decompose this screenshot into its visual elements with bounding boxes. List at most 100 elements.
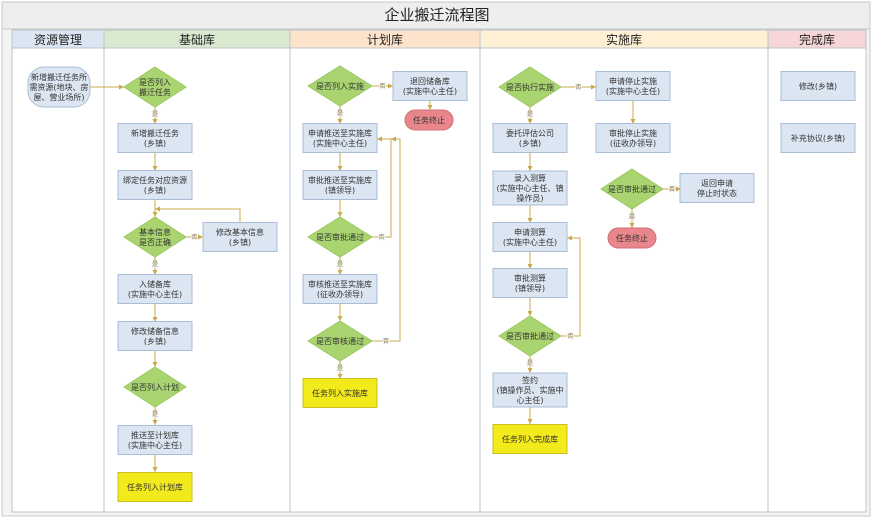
node-label: 停止时状态 <box>697 188 737 198</box>
node-label: 是否正确 <box>139 237 171 247</box>
node-label: (镇操作员、实施中 <box>496 385 563 395</box>
node-label: (镇领导) <box>515 283 545 293</box>
connector-arrow: 是 <box>151 407 159 425</box>
node-process-i10[interactable]: 审批停止实施(征收办领导) <box>595 123 671 153</box>
node-decision-i1[interactable]: 是否执行实施 <box>498 66 562 108</box>
connector-arrow: 是 <box>336 106 344 124</box>
connector-arrow: 否 <box>561 83 596 91</box>
node-label: (乡镇) <box>144 185 166 195</box>
node-process-p5[interactable]: 审批推送至实施库(镇领导) <box>302 170 378 200</box>
node-label: 是否审核通过 <box>316 336 364 346</box>
edge-label: 是 <box>152 411 158 418</box>
node-label: (征收办领导) <box>317 289 363 299</box>
node-process-d2[interactable]: 补充协议(乡镇) <box>780 123 856 153</box>
node-process-b5[interactable]: 修改基本信息(乡镇) <box>202 222 278 252</box>
node-decision-b8[interactable]: 是否列入计划 <box>123 366 187 408</box>
connector-arrow: 否 <box>561 235 581 340</box>
node-label: 是否列入实施 <box>316 81 364 91</box>
node-process-i5[interactable]: 审批测算(镇领导) <box>492 268 568 298</box>
node-label: 操作员) <box>516 193 543 203</box>
node-process-d1[interactable]: 修改(乡镇) <box>780 71 856 101</box>
connector-arrow <box>527 205 533 223</box>
lane-title-base: 基础库 <box>179 32 215 47</box>
node-label: (征收办领导) <box>610 138 656 148</box>
node-label: 申请推送至实施库 <box>308 128 372 138</box>
node-label: 是否列入计划 <box>131 382 179 392</box>
node-label: 任务列入完成库 <box>502 434 558 444</box>
node-label: (乡镇) <box>519 138 541 148</box>
node-label: (实施中心主任) <box>313 138 367 148</box>
node-label: (实施中心主任) <box>606 86 660 96</box>
node-label: 新增搬迁任务所 <box>31 72 87 82</box>
connector-arrow: 是 <box>526 107 534 124</box>
arrowhead-icon <box>388 83 393 89</box>
arrowhead-icon <box>337 119 343 124</box>
arrowhead-icon <box>591 84 596 90</box>
edge-label: 是 <box>337 110 343 117</box>
node-label: (乡镇) <box>144 138 166 148</box>
node-decision-p8[interactable]: 是否审核通过 <box>307 320 373 362</box>
node-process-b6[interactable]: 入储备库(实施中心主任) <box>117 274 193 304</box>
connector-arrow <box>152 350 158 367</box>
node-process-b3[interactable]: 绑定任务对应资源(乡镇) <box>117 170 193 200</box>
arrowhead-icon <box>527 166 533 171</box>
node-process-p7[interactable]: 审核推送至实施库(征收办领导) <box>302 274 378 304</box>
node-process-i4[interactable]: 申请测算(实施中心主任) <box>492 222 568 252</box>
edge-label: 否 <box>378 234 384 241</box>
arrowhead-icon <box>527 218 533 223</box>
node-label: 录入测算 <box>514 173 546 183</box>
node-result-i8[interactable]: 任务列入完成库 <box>492 424 568 454</box>
lane-title-done: 完成库 <box>799 32 835 47</box>
connector-arrow: 是 <box>526 356 534 373</box>
connector-arrow <box>527 407 533 424</box>
node-label: 搬迁任务 <box>139 87 171 97</box>
node-decision-i6[interactable]: 是否审批通过 <box>498 315 562 357</box>
node-decision-i11[interactable]: 是否审批通过 <box>600 168 664 210</box>
connector-arrow <box>155 206 241 223</box>
node-result-b10[interactable]: 任务列入计划库 <box>117 472 193 502</box>
node-label: 审批测算 <box>514 273 546 283</box>
node-decision-p6[interactable]: 是否审批通过 <box>307 216 373 258</box>
connector-arrow: 是 <box>151 257 159 275</box>
arrowhead-icon <box>527 368 533 373</box>
node-process-p4[interactable]: 申请推送至实施库(实施中心主任) <box>302 123 378 153</box>
connector-arrow: 否 <box>372 136 392 241</box>
node-label: 委托评估公司 <box>506 128 554 138</box>
arrowhead-icon <box>152 420 158 425</box>
node-terminate-p3[interactable]: 任务终止 <box>404 109 454 131</box>
node-process-p2[interactable]: 退回储备库(实施中心主任) <box>392 71 468 101</box>
node-process-i9[interactable]: 申请停止实施(实施中心主任) <box>595 71 671 101</box>
node-label: 任务终止 <box>413 115 445 125</box>
node-label: 推送至计划库 <box>131 430 179 440</box>
connector-arrow <box>152 304 158 322</box>
node-process-b2[interactable]: 新增搬迁任务(乡镇) <box>117 123 193 153</box>
node-process-i7[interactable]: 签约(镇操作员、实施中心主任) <box>492 372 568 408</box>
node-process-i2[interactable]: 委托评估公司(乡镇) <box>492 123 568 153</box>
node-process-i3[interactable]: 录入测算(实施中心主任、镇操作员) <box>492 170 568 206</box>
lane-title-resource: 资源管理 <box>34 32 82 47</box>
node-label: 签约 <box>522 375 538 385</box>
node-label: 审核推送至实施库 <box>308 279 372 289</box>
connector-arrow: 是 <box>336 361 344 379</box>
arrowhead-icon <box>391 136 396 142</box>
node-label: 返回申请 <box>701 178 733 188</box>
node-label: 审批推送至实施库 <box>308 175 372 185</box>
connector-arrow: 是 <box>628 209 636 228</box>
node-label: 是否列入 <box>139 77 171 87</box>
node-label: 是否执行实施 <box>506 82 554 92</box>
node-terminate-i13[interactable]: 任务终止 <box>607 227 657 249</box>
title-bar <box>1 1 871 30</box>
arrowhead-icon <box>152 467 158 472</box>
node-label: 退回储备库 <box>410 76 450 86</box>
node-process-b9[interactable]: 推送至计划库(实施中心主任) <box>117 425 193 455</box>
edge-label: 是 <box>527 360 533 367</box>
node-decision-p1[interactable]: 是否列入实施 <box>307 65 373 107</box>
node-result-p9[interactable]: 任务列入实施库 <box>302 378 378 408</box>
node-process-b7[interactable]: 修改储备信息(乡镇) <box>117 321 193 351</box>
node-label: (乡镇) <box>229 237 251 247</box>
